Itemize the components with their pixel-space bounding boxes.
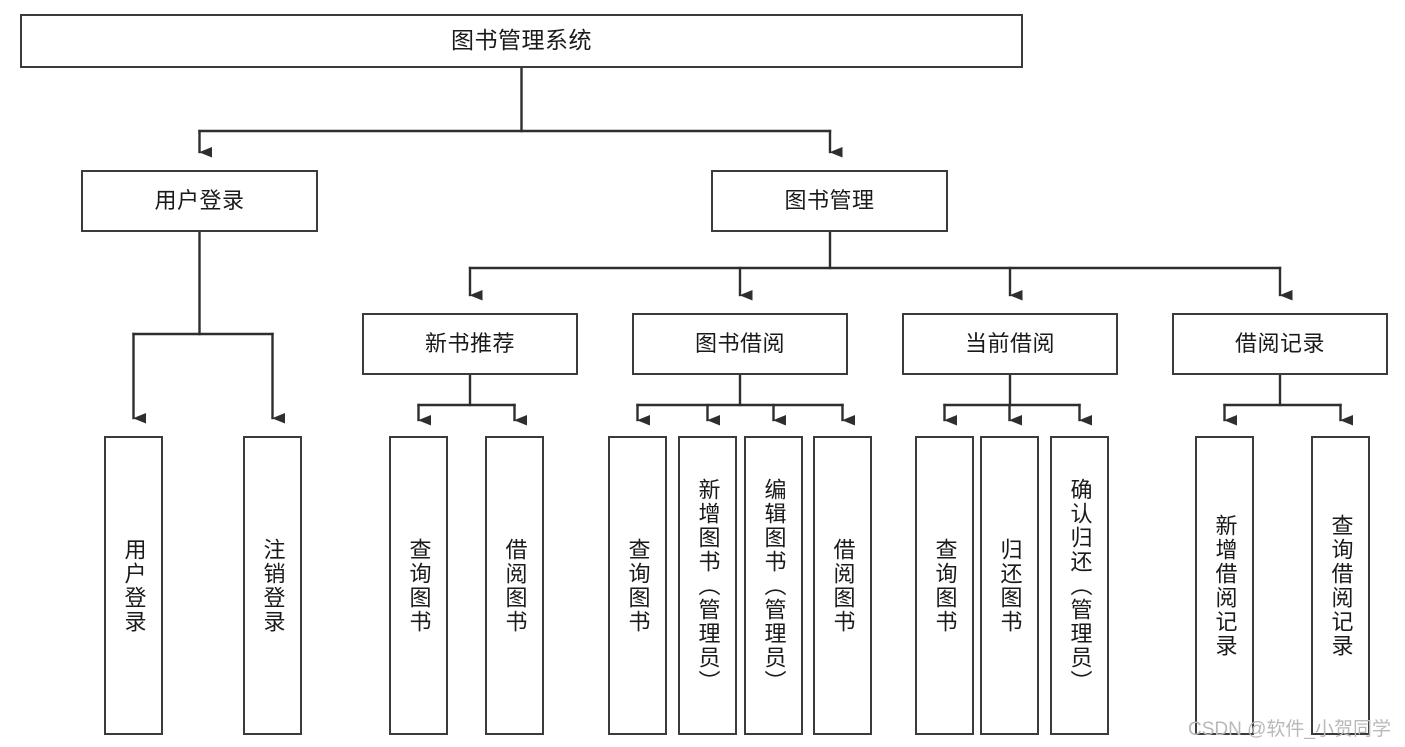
node-leaf-query-record-label: 查询借阅记录: [1328, 513, 1354, 658]
node-new-book-recommend[interactable]: 新书推荐: [362, 313, 578, 375]
node-leaf-query-book-3[interactable]: 查询图书: [915, 436, 974, 735]
node-leaf-return-book-label: 归还图书: [997, 537, 1023, 634]
node-leaf-return-book[interactable]: 归还图书: [980, 436, 1039, 735]
node-leaf-user-login-label: 用户登录: [121, 537, 147, 634]
node-leaf-borrow-book-2[interactable]: 借阅图书: [813, 436, 872, 735]
node-leaf-confirm-return-label: 确认归还（管理员）: [1067, 477, 1093, 694]
node-leaf-query-book-2-label: 查询图书: [625, 537, 651, 634]
node-leaf-add-book-label: 新增图书（管理员）: [695, 477, 721, 694]
node-root-system-label: 图书管理系统: [451, 27, 592, 54]
node-current-borrow[interactable]: 当前借阅: [902, 313, 1118, 375]
node-borrow-record-label: 借阅记录: [1234, 331, 1325, 357]
node-leaf-borrow-book-1-label: 借阅图书: [502, 537, 528, 634]
node-root-system[interactable]: 图书管理系统: [20, 14, 1023, 68]
node-leaf-query-book-3-label: 查询图书: [932, 537, 958, 634]
node-leaf-logout-login-label: 注销登录: [260, 537, 286, 634]
csdn-watermark: CSDN @软件_小贺同学: [1188, 719, 1391, 740]
node-leaf-query-book-1[interactable]: 查询图书: [389, 436, 448, 735]
node-book-manage[interactable]: 图书管理: [711, 170, 948, 232]
node-leaf-borrow-book-2-label: 借阅图书: [830, 537, 856, 634]
node-leaf-add-record[interactable]: 新增借阅记录: [1195, 436, 1254, 735]
node-user-login[interactable]: 用户登录: [81, 170, 318, 232]
node-leaf-add-book[interactable]: 新增图书（管理员）: [678, 436, 737, 735]
node-leaf-borrow-book-1[interactable]: 借阅图书: [485, 436, 544, 735]
node-book-borrow[interactable]: 图书借阅: [632, 313, 848, 375]
node-leaf-query-book-2[interactable]: 查询图书: [608, 436, 667, 735]
node-user-login-label: 用户登录: [154, 188, 245, 214]
node-current-borrow-label: 当前借阅: [964, 331, 1055, 357]
node-book-manage-label: 图书管理: [784, 188, 875, 214]
node-borrow-record[interactable]: 借阅记录: [1172, 313, 1388, 375]
node-book-borrow-label: 图书借阅: [694, 331, 785, 357]
node-leaf-logout-login[interactable]: 注销登录: [243, 436, 302, 735]
node-leaf-edit-book[interactable]: 编辑图书（管理员）: [744, 436, 803, 735]
node-leaf-query-book-1-label: 查询图书: [406, 537, 432, 634]
node-leaf-query-record[interactable]: 查询借阅记录: [1311, 436, 1370, 735]
node-new-book-recommend-label: 新书推荐: [424, 331, 515, 357]
node-leaf-edit-book-label: 编辑图书（管理员）: [761, 477, 787, 694]
node-leaf-user-login[interactable]: 用户登录: [104, 436, 163, 735]
node-leaf-confirm-return[interactable]: 确认归还（管理员）: [1050, 436, 1109, 735]
node-leaf-add-record-label: 新增借阅记录: [1212, 513, 1238, 658]
